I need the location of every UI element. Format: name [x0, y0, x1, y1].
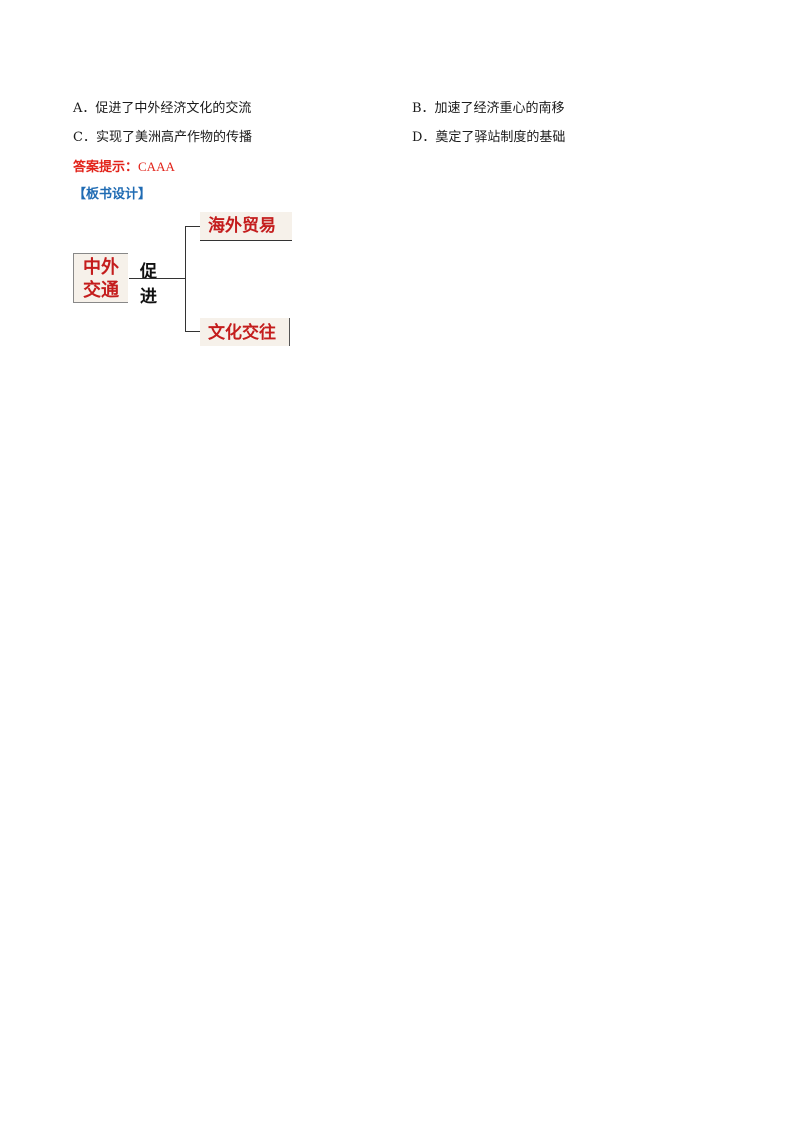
answer-hint: 答案提示：CAAA	[73, 159, 175, 176]
answer-value: CAAA	[138, 159, 175, 174]
diagram-connector-horizontal	[129, 278, 185, 279]
diagram-connector-top	[185, 226, 200, 227]
diagram-root-line1: 中外	[83, 257, 119, 278]
answer-label: 答案提示：	[73, 160, 139, 175]
diagram-connector-vertical	[185, 226, 186, 332]
option-b: B．加速了经济重心的南移	[412, 101, 565, 116]
diagram-branch-top: 海外贸易	[200, 212, 292, 240]
option-d: D．奠定了驿站制度的基础	[412, 130, 566, 145]
diagram-root-line2: 交通	[83, 280, 119, 301]
diagram-root-box: 中外 交通	[73, 253, 128, 303]
diagram-connector-label: 促进	[140, 262, 157, 307]
section-title: 【板书设计】	[73, 187, 152, 202]
option-a: A．促进了中外经济文化的交流	[73, 101, 252, 116]
option-c: C．实现了美洲高产作物的传播	[73, 130, 252, 145]
diagram-branch-bottom: 文化交往	[200, 318, 290, 346]
diagram-top-underline	[200, 240, 292, 241]
diagram-connector-bottom	[185, 331, 200, 332]
